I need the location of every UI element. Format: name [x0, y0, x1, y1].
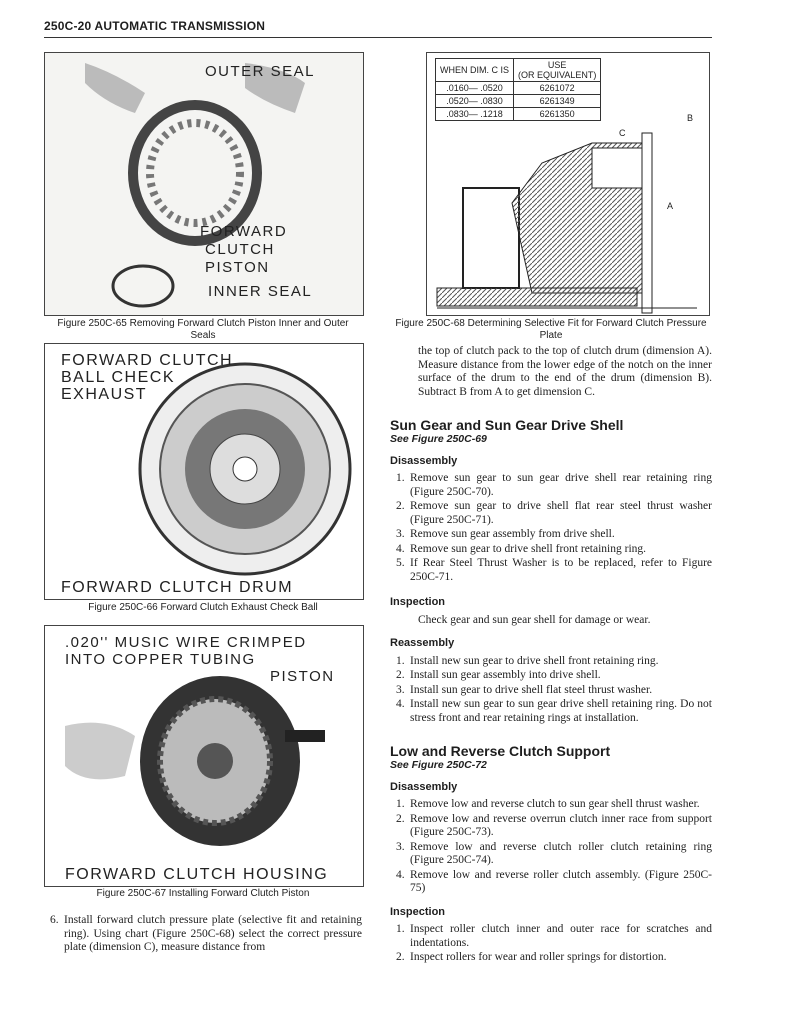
subheading-disassembly: Disassembly: [390, 454, 458, 467]
col-header-use: USE(OR EQUIVALENT): [512, 58, 602, 82]
figure-250c-68: WHEN DIM. C IS USE(OR EQUIVALENT) .0160—…: [426, 52, 710, 316]
list-item: 2.Remove sun gear to drive shell flat re…: [396, 500, 712, 526]
inspection-text: Check gear and sun gear shell for damage…: [418, 613, 651, 626]
list-item: 4.Install new sun gear to sun gear drive…: [396, 698, 712, 724]
list-item: 2.Inspect rollers for wear and roller sp…: [396, 951, 667, 963]
label-forward-clutch-drum: FORWARD CLUTCH DRUM: [61, 579, 294, 596]
cell: 6261350: [512, 107, 602, 121]
clutch-drum-photo: [138, 362, 352, 576]
figure-250c-67: .020'' MUSIC WIRE CRIMPED INTO COPPER TU…: [44, 625, 364, 887]
label-exhaust: EXHAUST: [61, 386, 148, 403]
label-inner-seal: INNER SEAL: [208, 283, 313, 300]
list-item: 4.Remove low and reverse roller clutch a…: [396, 868, 712, 895]
sun-reassembly-steps: 1.Install new sun gear to drive shell fr…: [390, 655, 712, 726]
selective-fit-table: WHEN DIM. C IS USE(OR EQUIVALENT) .0160—…: [435, 58, 602, 121]
label-piston: PISTON: [270, 668, 335, 685]
col-header-dim-c: WHEN DIM. C IS: [435, 58, 514, 82]
dim-b-label: B: [687, 113, 694, 123]
dim-c-label: C: [619, 128, 626, 138]
section-heading-low-reverse: Low and Reverse Clutch Support: [390, 743, 611, 759]
figure-250c-66: FORWARD CLUTCH BALL CHECK EXHAUST FORWAR…: [44, 343, 364, 600]
see-figure: See Figure 250C-69: [390, 433, 487, 445]
step-6: 6. Install forward clutch pressure plate …: [44, 914, 362, 956]
figure-caption: Figure 250C-67 Installing Forward Clutch…: [96, 888, 310, 899]
list-item: 4.Remove sun gear to drive shell front r…: [396, 542, 647, 555]
continuation-paragraph: the top of clutch pack to the top of clu…: [418, 345, 712, 398]
list-item: 3.Remove sun gear assembly from drive sh…: [396, 528, 615, 540]
list-item: 2.Install sun gear assembly into drive s…: [396, 669, 601, 681]
label-copper-tubing: INTO COPPER TUBING: [65, 651, 256, 668]
piston-install-photo: [65, 676, 325, 846]
list-item: 5.If Rear Steel Thrust Washer is to be r…: [396, 557, 712, 583]
right-column-text: the top of clutch pack to the top of clu…: [390, 345, 712, 966]
label-forward: FORWARD: [200, 223, 288, 240]
seal-removal-photo: [85, 63, 305, 308]
list-item: 1.Install new sun gear to drive shell fr…: [396, 654, 659, 667]
subheading-reassembly: Reassembly: [390, 637, 455, 649]
see-figure: See Figure 250C-72: [390, 759, 487, 771]
list-item: 1.Remove sun gear to sun gear drive shel…: [396, 472, 712, 498]
label-forward-clutch: FORWARD CLUTCH: [61, 352, 234, 369]
label-outer-seal: OUTER SEAL: [205, 63, 316, 80]
sun-disassembly-steps: 1.Remove sun gear to sun gear drive shel…: [390, 472, 712, 584]
subheading-inspection: Inspection: [390, 596, 446, 608]
label-piston: PISTON: [205, 259, 270, 276]
subheading-inspection: Inspection: [390, 905, 446, 918]
page-header: 250C-20 AUTOMATIC TRANSMISSION: [44, 19, 266, 33]
low-disassembly-steps: 1.Remove low and reverse clutch to sun g…: [390, 798, 712, 896]
label-music-wire: .020'' MUSIC WIRE CRIMPED: [65, 634, 307, 651]
label-ball-check: BALL CHECK: [61, 369, 175, 386]
step-number: 6.: [50, 914, 59, 926]
figure-250c-65: OUTER SEAL FORWARD CLUTCH PISTON INNER S…: [44, 52, 364, 316]
list-item: 1.Remove low and reverse clutch to sun g…: [396, 798, 700, 810]
section-heading-sun-gear: Sun Gear and Sun Gear Drive Shell: [390, 417, 624, 433]
figure-caption: Figure 250C-66 Forward Clutch Exhaust Ch…: [88, 602, 318, 613]
list-item: 3.Remove low and reverse clutch roller c…: [396, 840, 712, 867]
list-item: 2.Remove low and reverse overrun clutch …: [396, 812, 712, 839]
label-forward-clutch-housing: FORWARD CLUTCH HOUSING: [65, 866, 329, 883]
dim-a-label: A: [667, 201, 674, 211]
clutch-cross-section-diagram: [436, 132, 697, 314]
subheading-disassembly: Disassembly: [390, 780, 458, 793]
label-clutch: CLUTCH: [205, 241, 275, 258]
figure-caption: Figure 250C-65 Removing Forward Clutch P…: [57, 318, 349, 341]
step-text: Install forward clutch pressure plate (s…: [64, 914, 362, 953]
cell: .0830— .1218: [435, 107, 514, 121]
figure-caption: Figure 250C-68 Determining Selective Fit…: [395, 318, 707, 341]
list-item: 3.Install sun gear to drive shell flat s…: [396, 683, 653, 696]
list-item: 1.Inspect roller clutch inner and outer …: [396, 923, 712, 949]
low-inspection-steps: 1.Inspect roller clutch inner and outer …: [390, 923, 712, 965]
header-rule: [44, 37, 712, 38]
